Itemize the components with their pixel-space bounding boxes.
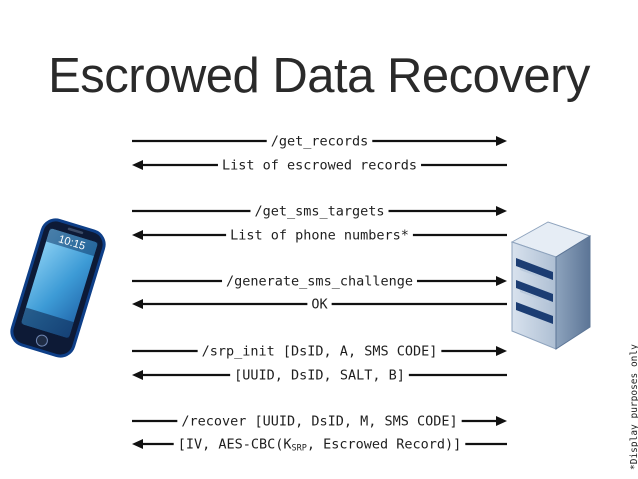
message-request: /get_records — [132, 134, 507, 150]
message-label: /generate_sms_challenge — [226, 274, 413, 290]
message-label: /get_sms_targets — [254, 204, 384, 220]
arrow-head-left-icon — [132, 439, 143, 449]
message-label: List of escrowed records — [222, 158, 417, 174]
message-response: List of phone numbers* — [132, 228, 507, 244]
message-response: [IV, AES-CBC(KSRP, Escrowed Record)] — [132, 437, 507, 454]
arrow-head-right-icon — [496, 206, 507, 216]
arrow-head-left-icon — [132, 299, 143, 309]
message-label-part: [IV, AES-CBC(K — [178, 437, 293, 453]
arrow-head-left-icon — [132, 160, 143, 170]
arrow-head-left-icon — [132, 370, 143, 380]
message-response: OK — [132, 297, 507, 313]
message-request: /recover [UUID, DsID, M, SMS CODE] — [132, 414, 507, 430]
message-label: [UUID, DsID, SALT, B] — [234, 368, 405, 384]
server-icon — [510, 221, 592, 350]
message-label: /get_records — [271, 134, 369, 150]
slide-title: Escrowed Data Recovery — [48, 49, 590, 103]
message-label: OK — [311, 297, 328, 313]
arrow-head-right-icon — [496, 416, 507, 426]
message-request: /generate_sms_challenge — [132, 274, 507, 290]
message-label: /srp_init [DsID, A, SMS CODE] — [202, 344, 438, 360]
arrow-head-right-icon — [496, 276, 507, 286]
message-label: List of phone numbers* — [230, 228, 409, 244]
arrow-head-right-icon — [496, 136, 507, 146]
arrow-head-right-icon — [496, 346, 507, 356]
message-response: [UUID, DsID, SALT, B] — [132, 368, 507, 384]
message-label-part: , Escrowed Record)] — [307, 437, 461, 453]
footnote: *Display purposes only — [629, 344, 638, 470]
message-label: [IV, AES-CBC(KSRP, Escrowed Record)] — [178, 437, 462, 454]
phone-icon: 10:15 — [10, 218, 106, 358]
message-response: List of escrowed records — [132, 158, 507, 174]
message-request: /srp_init [DsID, A, SMS CODE] — [132, 344, 507, 360]
arrow-head-left-icon — [132, 230, 143, 240]
message-label: /recover [UUID, DsID, M, SMS CODE] — [181, 414, 457, 430]
message-label-part: SRP — [292, 444, 307, 454]
message-request: /get_sms_targets — [132, 204, 507, 220]
